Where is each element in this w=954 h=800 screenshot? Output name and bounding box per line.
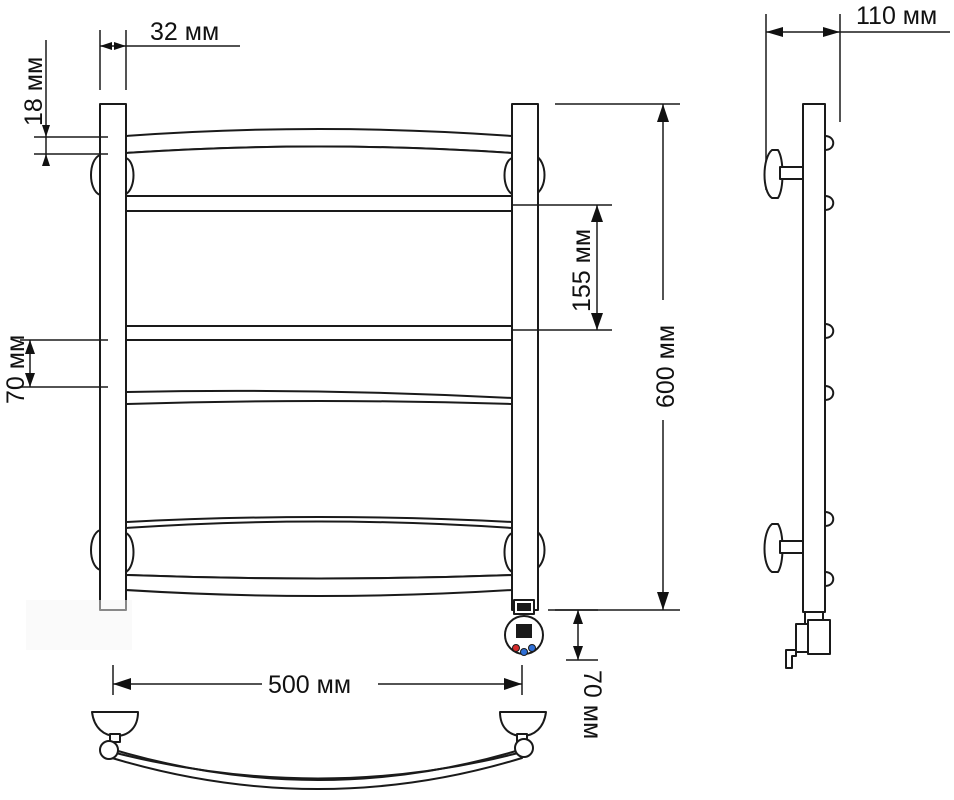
wall-mount-bracket-icon <box>763 149 804 573</box>
faint-backdrop <box>26 600 132 650</box>
dim-total-width: 500 мм <box>112 665 523 699</box>
dim-tube-offset: 18 мм <box>20 40 108 166</box>
total-height-label: 600 мм <box>652 325 680 408</box>
rung <box>125 574 513 597</box>
total-width-label: 500 мм <box>268 671 351 699</box>
front-view <box>90 103 546 656</box>
rung-stubs <box>824 135 835 587</box>
wall-distance-label: 110 мм <box>856 2 937 30</box>
dim-wall-distance: 110 мм <box>765 2 950 190</box>
rung <box>125 520 513 580</box>
heater-height-label: 70 мм <box>578 670 606 739</box>
side-heater-icon <box>785 611 831 669</box>
top-view <box>91 711 547 790</box>
rung-spacing-label: 155 мм <box>568 229 596 312</box>
dim-tube-width: 32 мм <box>99 18 240 90</box>
side-view: 110 мм <box>763 2 950 669</box>
dim-total-height: 600 мм <box>555 103 680 611</box>
tube-width-label: 32 мм <box>150 18 219 46</box>
rung <box>125 339 513 399</box>
left-upright <box>99 103 127 611</box>
right-upright <box>511 103 539 611</box>
tube-offset-label: 18 мм <box>20 57 48 126</box>
dim-rung-gap: 70 мм <box>2 335 108 404</box>
side-upright <box>802 103 826 613</box>
rung <box>125 210 513 327</box>
rung-gap-label: 70 мм <box>2 335 30 404</box>
dim-rung-spacing: 155 мм <box>512 204 612 331</box>
rung <box>125 145 513 197</box>
dim-heater-height: 70 мм <box>548 609 606 739</box>
thermostat-heater-icon <box>504 599 544 656</box>
rung <box>125 400 513 523</box>
